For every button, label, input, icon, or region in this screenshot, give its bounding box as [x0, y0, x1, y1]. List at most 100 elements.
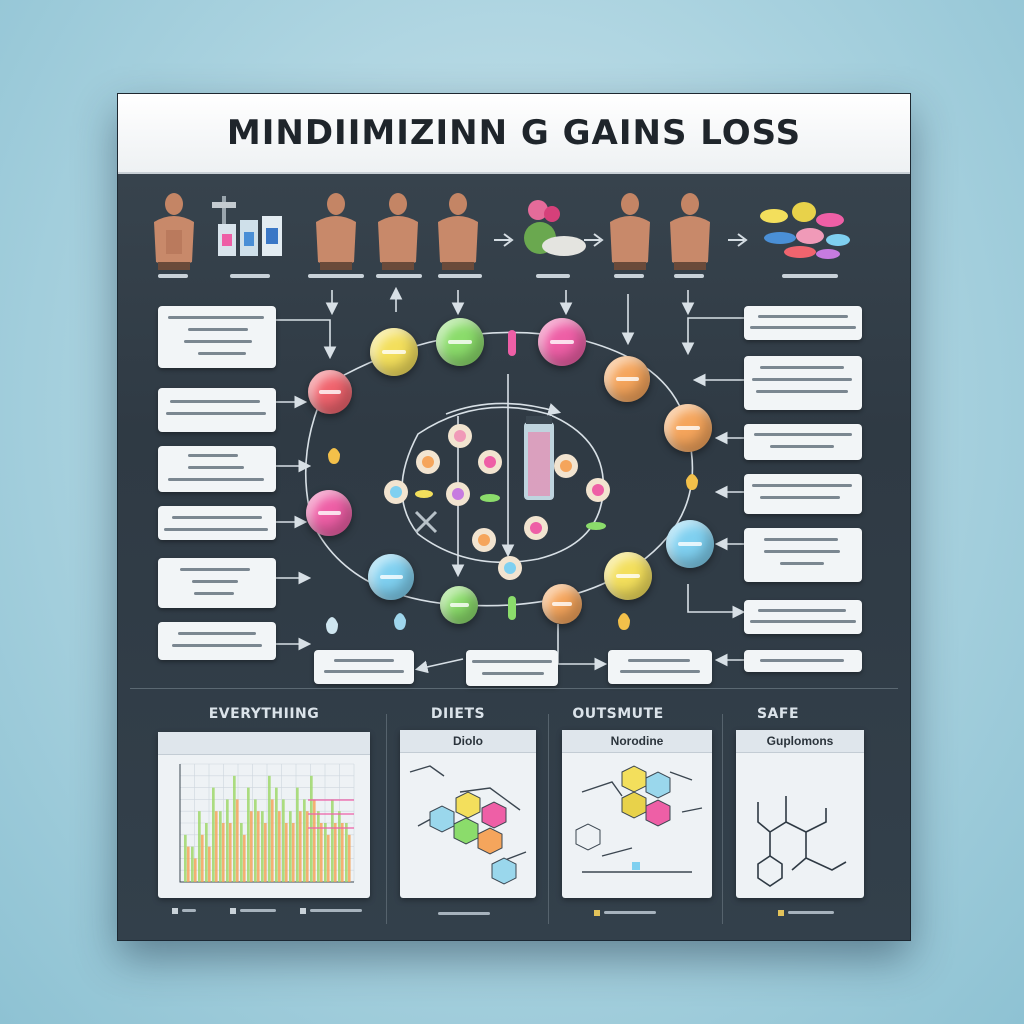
bar	[277, 811, 281, 882]
panel-separator	[548, 714, 549, 924]
inner-nodes	[326, 330, 698, 634]
bar	[270, 799, 274, 882]
bar	[263, 823, 267, 882]
panel-title-everything: EVERYTHIING	[208, 706, 320, 722]
bar	[268, 775, 271, 882]
footnote	[240, 909, 276, 912]
bar	[282, 799, 285, 882]
bar	[345, 823, 348, 882]
legend-swatch	[594, 910, 600, 916]
right-note-box	[744, 474, 862, 514]
bar-chart	[179, 763, 355, 883]
node-pink	[538, 318, 586, 366]
bar	[312, 799, 316, 882]
section-divider	[130, 688, 898, 689]
bar	[298, 811, 302, 882]
bar	[198, 811, 201, 882]
bar	[275, 787, 278, 882]
panel-header	[158, 732, 370, 755]
footnote	[310, 909, 362, 912]
bar	[347, 834, 351, 882]
figure-caption	[614, 274, 644, 278]
bar	[249, 811, 253, 882]
bar	[291, 823, 295, 882]
legend-swatch	[778, 910, 784, 916]
node-blue	[368, 554, 414, 600]
weights-icon	[212, 196, 236, 236]
figure-caption	[308, 274, 364, 278]
bar	[191, 846, 194, 882]
pills-pile-icon	[760, 202, 850, 259]
node-pink	[306, 490, 352, 536]
bar	[338, 811, 341, 882]
node-green	[440, 586, 478, 624]
bar	[242, 834, 246, 882]
node-pink	[308, 370, 352, 414]
panel-title-outsmute: OUTSMUTE	[572, 706, 664, 722]
panel-diets: Diolo	[400, 730, 536, 898]
bottom-note-box	[314, 650, 414, 684]
bar	[261, 811, 264, 882]
bar	[205, 823, 208, 882]
panel-separator	[722, 714, 723, 924]
bar	[228, 823, 232, 882]
bar	[331, 799, 334, 882]
footnote	[438, 912, 490, 915]
panel-outsmute: Norodine	[562, 730, 712, 898]
panel-header: Norodine	[562, 730, 712, 753]
node-green	[436, 318, 484, 366]
bar	[221, 823, 225, 882]
node-yellow	[370, 328, 418, 376]
left-note-box	[158, 446, 276, 492]
muscular-man-icon	[154, 193, 194, 270]
bar	[184, 834, 187, 882]
bar	[326, 834, 330, 882]
page-title: MINDIIMIZINN G GAINS LOSS	[226, 113, 802, 153]
bottom-note-box	[608, 650, 712, 684]
bar	[317, 811, 320, 882]
footnote	[788, 911, 834, 914]
muscular-man-icon	[378, 193, 418, 270]
left-note-box	[158, 306, 276, 368]
panel-title-diets: DIIETS	[430, 706, 486, 722]
figure-caption	[674, 274, 704, 278]
node-yellow	[604, 552, 652, 600]
bar	[319, 823, 323, 882]
muscular-man-icon	[670, 193, 710, 270]
right-note-box	[744, 650, 862, 672]
bar	[240, 823, 243, 882]
right-note-box	[744, 600, 862, 634]
left-note-box	[158, 558, 276, 608]
panel-title-safe: SAFE	[756, 706, 800, 722]
node-orange	[542, 584, 582, 624]
figure-caption	[376, 274, 422, 278]
bar	[200, 834, 204, 882]
bar	[235, 799, 239, 882]
bar	[289, 811, 292, 882]
bar	[296, 787, 299, 882]
panel-safe: Guplomons	[736, 730, 864, 898]
bar	[233, 775, 236, 882]
bar	[256, 811, 260, 882]
figure-caption	[536, 274, 570, 278]
left-note-box	[158, 388, 276, 432]
muscular-man-icon	[610, 193, 650, 270]
bar	[219, 811, 222, 882]
bar	[254, 799, 257, 882]
bar	[284, 823, 288, 882]
arrow-right-icon	[494, 233, 514, 247]
footnote	[182, 909, 196, 912]
panel-separator	[386, 714, 387, 924]
panel-header-label: Norodine	[610, 734, 664, 748]
node-blue	[666, 520, 714, 568]
panel-header-label: Guplomons	[766, 734, 834, 748]
right-note-box	[744, 306, 862, 340]
panel-header-label: Diolo	[453, 734, 483, 748]
infographic-board: MINDIIMIZINN G GAINS LOSS	[118, 94, 910, 940]
bar	[212, 787, 215, 882]
supplement-bottles-icon	[218, 216, 282, 256]
bar	[310, 775, 313, 882]
muscular-man-icon	[316, 193, 356, 270]
panel-header: Guplomons	[736, 730, 864, 753]
bar	[305, 811, 309, 882]
